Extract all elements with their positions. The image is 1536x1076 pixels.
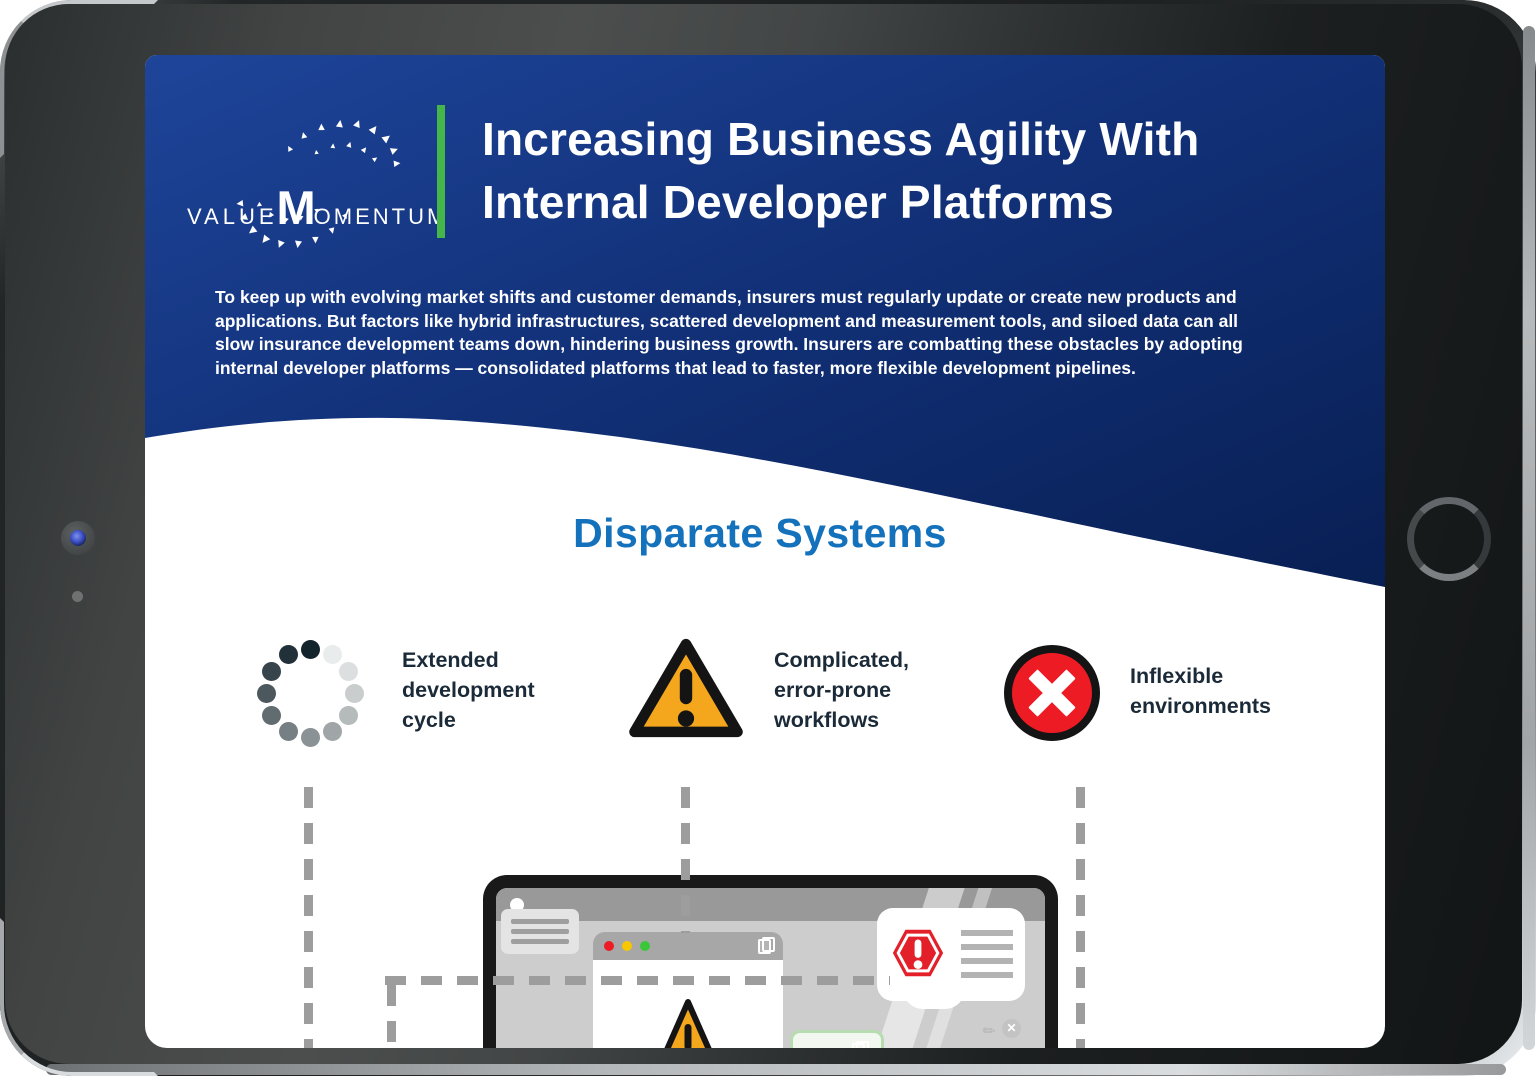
mic-icon <box>72 591 83 602</box>
header-wave-background <box>145 55 1385 587</box>
pain-point-label: Extended development cycle <box>402 648 535 732</box>
warning-triangle-icon <box>629 638 743 738</box>
logo-swirl-triangle: ▲ <box>390 157 404 170</box>
logo-swirl-triangle: ▲ <box>358 142 372 156</box>
intro-paragraph: To keep up with evolving market shifts a… <box>215 287 1243 378</box>
text-line <box>961 944 1013 950</box>
text-line <box>511 919 569 924</box>
alert-bubble <box>877 908 1025 1009</box>
spinner-dot <box>322 721 342 741</box>
spinner-dot <box>344 683 364 703</box>
attachment-card <box>790 1030 884 1048</box>
home-button-ring <box>1407 497 1491 581</box>
close-icon <box>1002 1019 1021 1038</box>
section-heading: Disparate Systems <box>573 510 947 556</box>
spinner-dot <box>300 639 320 659</box>
dashed-connector-vertical-4 <box>387 985 396 1048</box>
copy-icon <box>852 1041 869 1048</box>
warning-triangle-icon <box>664 999 712 1048</box>
logo-swirl-triangle: ▲ <box>333 115 347 131</box>
page-title-line2: Internal Developer Platforms <box>482 176 1114 228</box>
spinner-dot <box>300 727 320 747</box>
accent-divider <box>437 105 445 238</box>
text-line <box>961 930 1013 936</box>
spinner-dot <box>338 705 358 725</box>
camera-lens <box>70 530 86 546</box>
copy-icon <box>758 937 775 954</box>
window-dot <box>510 898 524 912</box>
brand-value-text: VALUE <box>187 204 278 229</box>
traffic-light-yellow-dot <box>622 941 632 951</box>
pain-point-label: Complicated, error-prone workflows <box>774 648 909 732</box>
text-line <box>961 958 1013 964</box>
logo-swirl-triangle: ▲ <box>309 233 322 247</box>
pencil-icon <box>979 1020 1000 1042</box>
pain-point-label: Inflexible environments <box>1130 664 1271 718</box>
traffic-light-green-dot <box>640 941 650 951</box>
logo-swirl-triangle: ▲ <box>386 141 404 159</box>
logo-swirl-triangle: ▲ <box>349 114 367 132</box>
logo-swirl-triangle: ▲ <box>297 128 310 143</box>
dashed-connector-horizontal <box>385 976 890 985</box>
text-line <box>961 972 1013 978</box>
tablet-rim-right <box>1523 26 1535 1050</box>
alert-hexagon-icon <box>892 929 944 977</box>
loading-spinner-icon <box>255 638 365 748</box>
spinner-dot <box>338 661 358 681</box>
logo-swirl-triangle: ▲ <box>291 237 305 253</box>
camera-icon <box>61 521 95 555</box>
traffic-light-red-dot <box>604 941 614 951</box>
monitor-illustration <box>483 875 1058 1048</box>
spinner-dot <box>262 705 282 725</box>
browser-window <box>593 932 783 1048</box>
logo-swirl-triangle: ▲ <box>282 141 296 155</box>
error-x-icon <box>1004 645 1100 741</box>
logo-swirl-triangle: ▲ <box>315 120 328 134</box>
dashed-connector-vertical-1 <box>304 787 313 1048</box>
logo-swirl-triangle: ▲ <box>369 152 382 165</box>
spinner-dot <box>278 645 298 665</box>
brand-omentum-text: OMENTUM <box>313 204 449 229</box>
logo-swirl-triangle: ▲ <box>328 140 338 151</box>
spinner-dot <box>256 683 276 703</box>
dashed-connector-vertical-3 <box>1076 787 1085 1048</box>
spinner-dot <box>262 661 282 681</box>
page-title: Increasing Business Agility With Interna… <box>482 108 1199 234</box>
text-line <box>511 939 569 944</box>
dashed-connector-vertical-2 <box>681 787 690 933</box>
sidebar-card <box>501 909 579 954</box>
spinner-dot <box>278 721 298 741</box>
logo-swirl-triangle: ▲ <box>312 148 321 157</box>
text-line <box>511 929 569 934</box>
page-title-line1: Increasing Business Agility With <box>482 113 1200 165</box>
spinner-dot <box>322 645 342 665</box>
logo-swirl-triangle: ▲ <box>343 137 356 151</box>
brand-m-letter: M <box>276 181 316 234</box>
tablet-rim-bottom <box>46 1064 1506 1075</box>
